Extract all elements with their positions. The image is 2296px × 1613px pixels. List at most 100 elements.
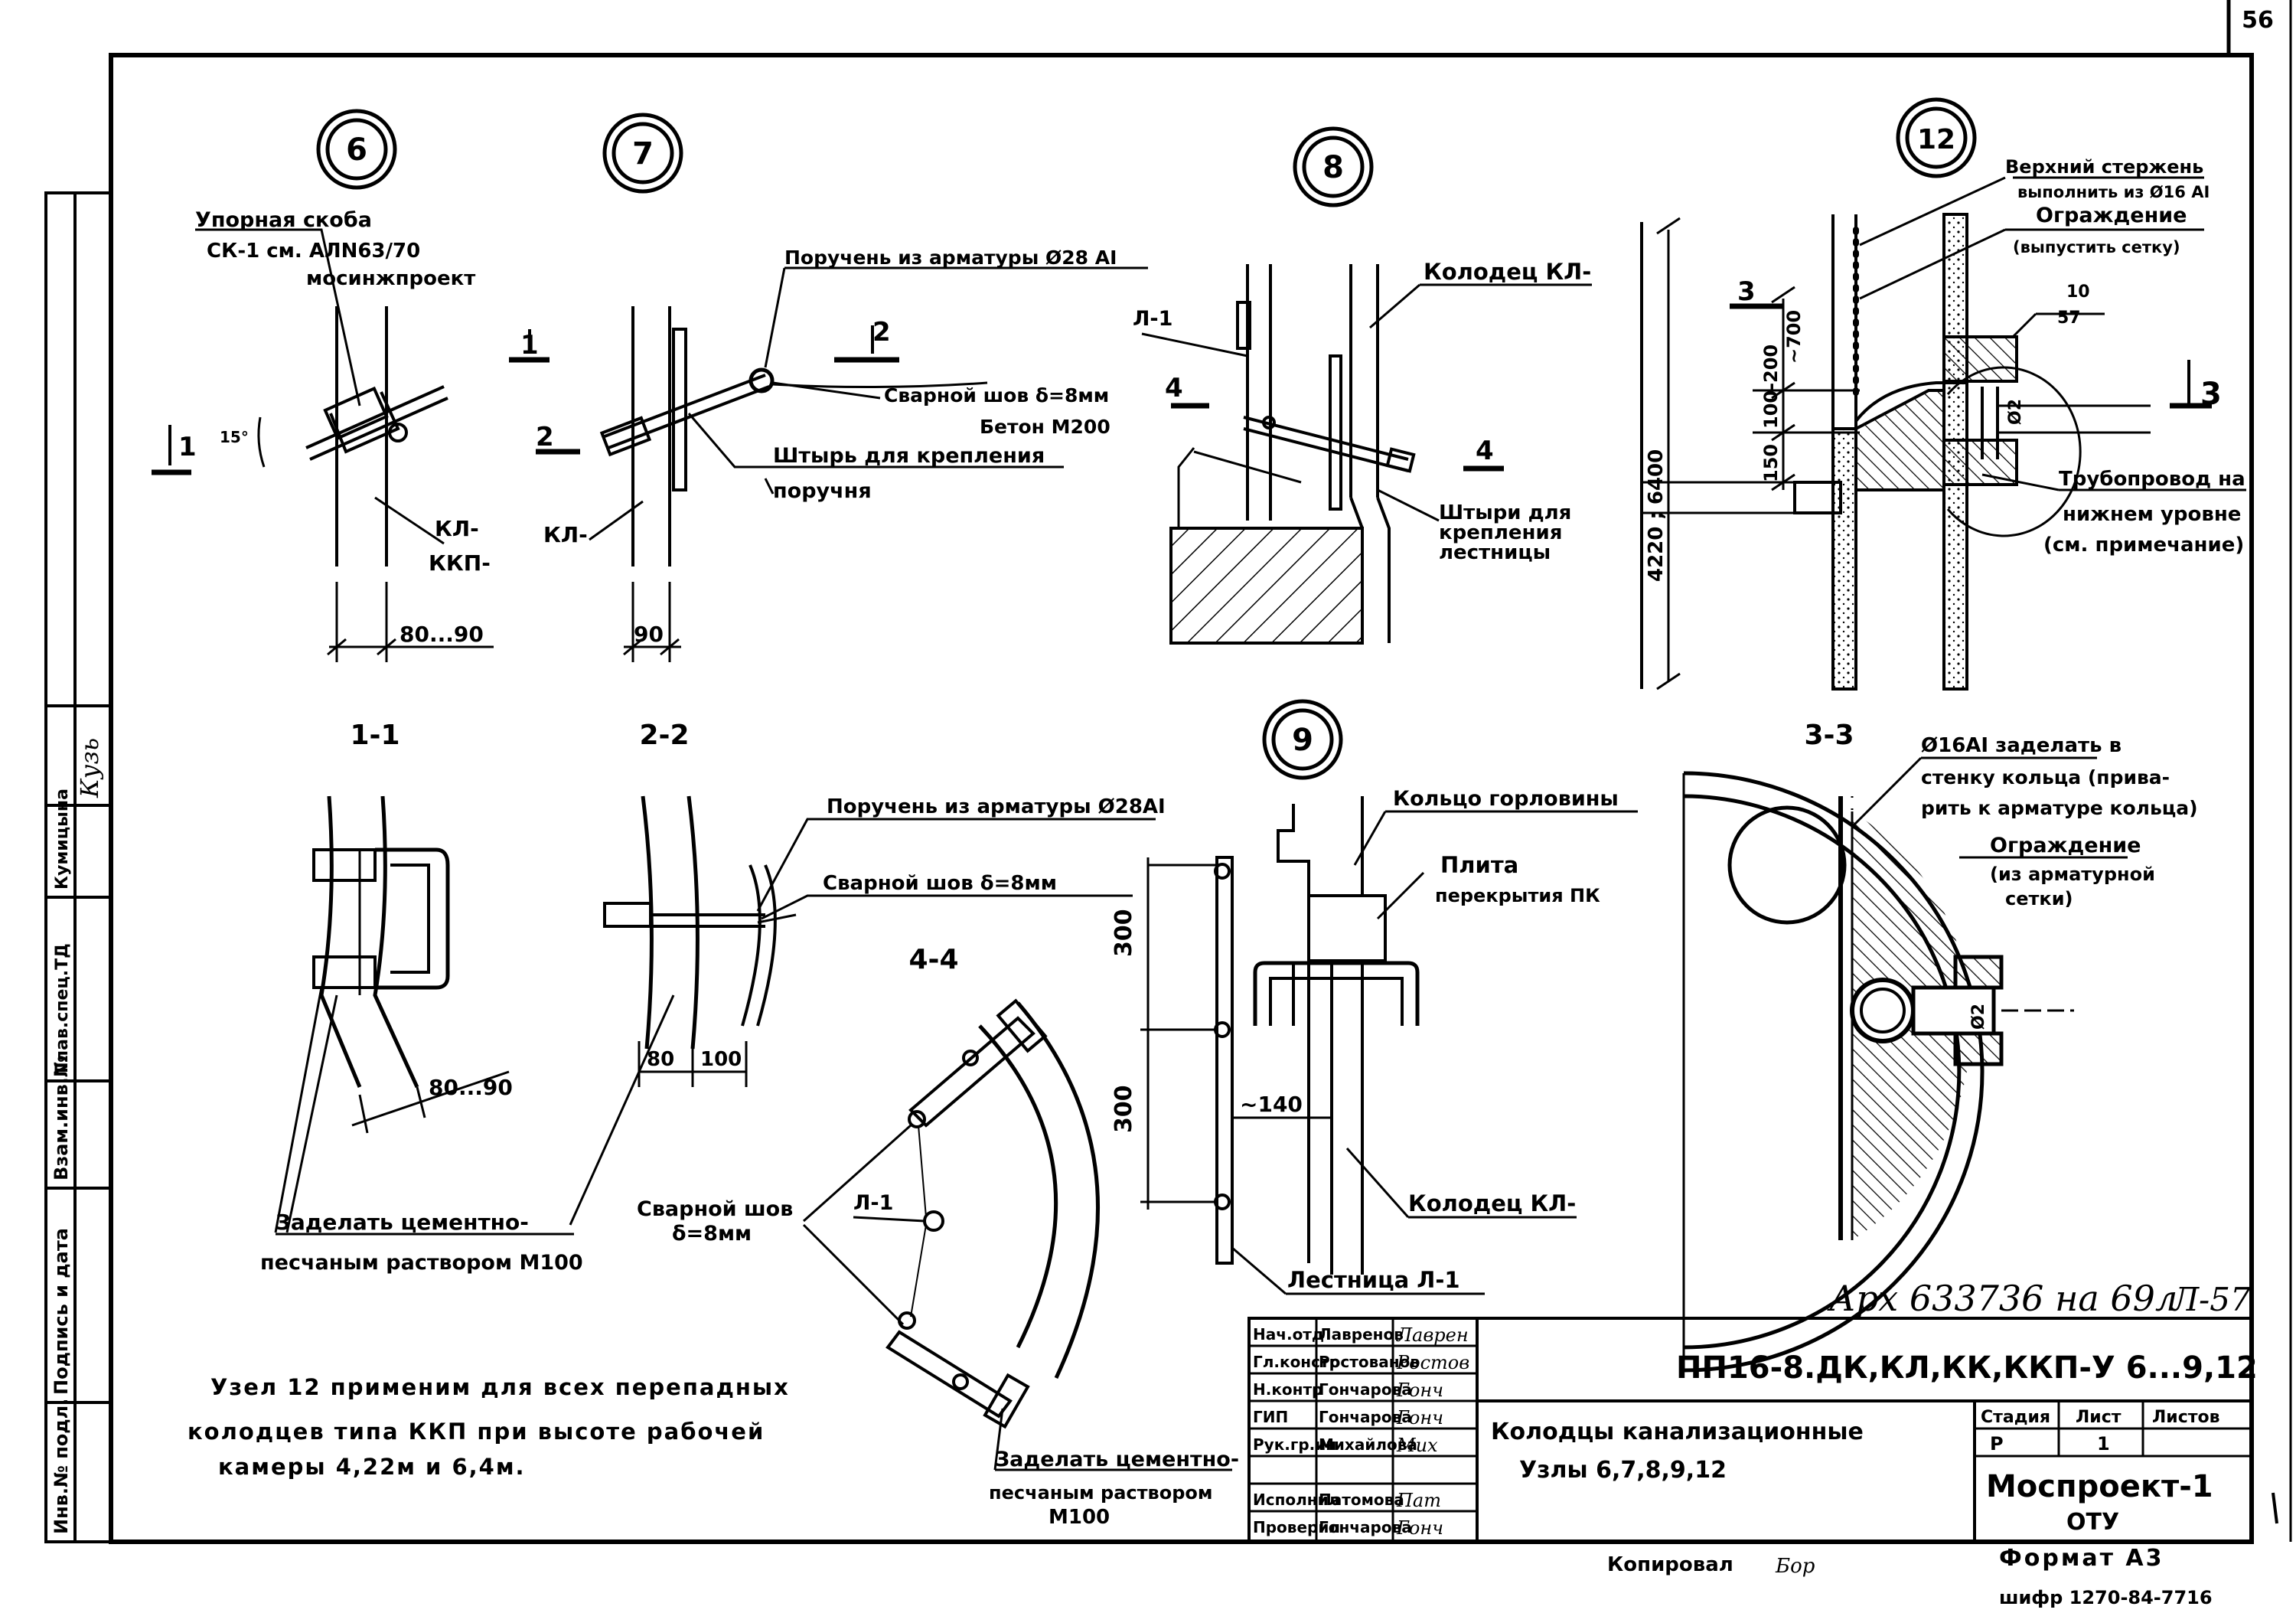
title-block-roles: Нач.отд Лавренов Лаврен Гл.констр Ростов… xyxy=(1253,1324,1469,1539)
node-12-ref-top: 10 xyxy=(2066,282,2090,302)
node-8-drawing xyxy=(1142,264,1592,643)
node-12-drawing xyxy=(1642,178,2246,689)
section-2-2-drawing xyxy=(570,796,1156,1225)
node-6-well-kkp: ККП- xyxy=(429,550,491,576)
node-12-ref-bottom: 57 xyxy=(2057,309,2081,328)
node-8-ladder: Л-1 xyxy=(1133,307,1172,331)
node-12-pipe-2: нижнем уровне xyxy=(2063,503,2241,526)
stamp-spec-label: Глав.спец.ТД xyxy=(53,943,72,1073)
section-3-3-dim-d2: Ø2 xyxy=(1969,1004,1988,1030)
section-4-4-weld-2: δ=8мм xyxy=(672,1222,752,1246)
tb-org-line-1: Моспроект-1 xyxy=(1986,1469,2213,1504)
margin-tick xyxy=(2273,1493,2277,1523)
section-4-4-title: 4-4 xyxy=(908,944,958,975)
node-12-fence-2: (выпустить сетку) xyxy=(2013,238,2180,256)
node-6-well-kl: КЛ- xyxy=(435,516,479,541)
node-12-dim-700: ~700 xyxy=(1783,310,1805,364)
node-7-pin-label-2: поручня xyxy=(773,479,872,503)
tb-name-4: Гончарова xyxy=(1319,1408,1412,1426)
tb-role-4: ГИП xyxy=(1253,1408,1288,1426)
node-8-well: Колодец КЛ- xyxy=(1424,259,1591,285)
node-7-number: 7 xyxy=(632,136,654,171)
tb-sign-4: Гонч xyxy=(1396,1407,1443,1429)
node-7-drawing xyxy=(509,268,1148,662)
tb-role-3: Н.контр xyxy=(1253,1380,1322,1399)
sheet-number: 56 xyxy=(2242,7,2274,34)
node-6-bracket-label: Упорная скоба xyxy=(195,208,372,232)
node-6-dim: 80...90 xyxy=(400,622,484,647)
node-markers xyxy=(318,100,1975,778)
tb-name-2: Ростованов xyxy=(1319,1353,1420,1371)
node-6-number: 6 xyxy=(346,132,367,168)
node-12-cut-3b: 3 xyxy=(2200,377,2222,412)
node-12-dim-100-200: 100-200 xyxy=(1760,344,1782,429)
section-4-4-weld-1: Сварной шов xyxy=(637,1197,793,1221)
tb-role-5: Рук.гр.ин xyxy=(1253,1435,1336,1454)
note-line-3: камеры 4,22м и 6,4м. xyxy=(218,1454,526,1480)
section-3-3-fence-3: сетки) xyxy=(2005,888,2073,909)
tb-name-3: Гончарова xyxy=(1319,1380,1412,1399)
tb-name-1: Лавренов xyxy=(1319,1325,1404,1344)
section-2-2-handrail: Поручень из арматуры Ø28АI xyxy=(827,795,1166,818)
section-2-2-dim-100: 100 xyxy=(700,1048,742,1071)
node-9-dim-300-a: 300 xyxy=(1110,909,1137,957)
side-stamp xyxy=(46,193,111,1542)
tb-role-8: Проверил xyxy=(1253,1518,1340,1536)
node-7-pin-label: Штырь для крепления xyxy=(773,444,1045,468)
tb-stage-value: Р xyxy=(1990,1433,2004,1455)
stamp-replace-label: Взам.инв.№ xyxy=(51,1055,72,1180)
copied-signature: Бор xyxy=(1775,1555,1815,1578)
tb-sign-7: Пат xyxy=(1396,1490,1441,1511)
node-12-bar-1: Верхний стержень xyxy=(2005,156,2203,178)
node-7-weld-label: Сварной шов δ=8мм xyxy=(884,384,1109,407)
node-12-pipe-1: Трубопровод на xyxy=(2059,468,2245,491)
section-3-3-fence-2: (из арматурной xyxy=(1990,864,2155,885)
node-9-well: Колодец КЛ- xyxy=(1408,1190,1576,1216)
section-3-3-fence-1: Ограждение xyxy=(1990,834,2141,857)
copied-label: Копировал xyxy=(1607,1553,1733,1576)
node-6-angle: 15° xyxy=(220,428,249,446)
node-9-number: 9 xyxy=(1292,723,1313,758)
section-2-2-title: 2-2 xyxy=(639,720,689,751)
node-8-pins-3: лестницы xyxy=(1439,541,1551,564)
cipher-label: шифр 1270-84-7716 xyxy=(1999,1587,2213,1608)
node-7-well: КЛ- xyxy=(543,522,588,547)
node-12-fence-1: Ограждение xyxy=(2036,204,2187,227)
seal-note-line-2: песчаным раствором М100 xyxy=(260,1251,583,1275)
section-1-1-drawing xyxy=(276,796,509,1233)
node-12-number: 12 xyxy=(1917,124,1955,155)
node-8-cut-4b: 4 xyxy=(1476,436,1494,466)
seal-note-line-1: Заделать цементно- xyxy=(276,1210,529,1235)
node-7-cut-1: 1 xyxy=(520,330,539,361)
tb-sign-8: Гонч xyxy=(1396,1517,1443,1539)
node-6-bracket-org: мосинжпроект xyxy=(306,267,475,290)
node-9-dim-140: ~140 xyxy=(1240,1092,1303,1117)
tb-role-1: Нач.отд xyxy=(1253,1325,1324,1344)
section-2-2-weld: Сварной шов δ=8мм xyxy=(823,872,1057,895)
stamp-name-label: Кумицына xyxy=(53,789,72,890)
node-9-slab-1: Плита xyxy=(1440,852,1518,878)
section-4-4-seal-3: М100 xyxy=(1049,1506,1110,1529)
node-6-bracket-ref: СК-1 см. АЛN63/70 xyxy=(207,240,420,263)
note-line-1: Узел 12 применим для всех перепадных xyxy=(210,1374,790,1400)
tb-sign-1: Лаврен xyxy=(1396,1324,1469,1346)
tb-name-5: Михайлова xyxy=(1319,1435,1417,1454)
tb-sheet-value: 1 xyxy=(2097,1433,2110,1455)
format-label: Формат А3 xyxy=(1999,1545,2164,1572)
section-3-3-rod-2: стенку кольца (прива- xyxy=(1921,766,2170,789)
node-7-handrail-label: Поручень из арматуры Ø28 АI xyxy=(784,247,1117,269)
node-7-dim: 90 xyxy=(634,622,664,647)
note-line-2: колодцев типа ККП при высоте рабочей xyxy=(188,1419,765,1445)
section-3-3-rod-1: Ø16АI заделать в xyxy=(1921,734,2122,757)
node-9-ring: Кольцо горловины xyxy=(1393,787,1619,811)
node-6-cut-1: 1 xyxy=(178,432,197,462)
node-12-dim-150: 150 xyxy=(1760,444,1782,482)
tb-title-line-1: Колодцы канализационные xyxy=(1491,1419,1864,1445)
node-12-cut-3: 3 xyxy=(1737,276,1756,307)
tb-sign-2: Ростов xyxy=(1396,1352,1469,1373)
node-7-cut-2: 2 xyxy=(536,422,554,452)
section-4-4-seal-2: песчаным раствором xyxy=(989,1482,1213,1504)
node-6-drawing xyxy=(152,230,494,662)
node-9-slab-2: перекрытия ПК xyxy=(1435,885,1600,906)
